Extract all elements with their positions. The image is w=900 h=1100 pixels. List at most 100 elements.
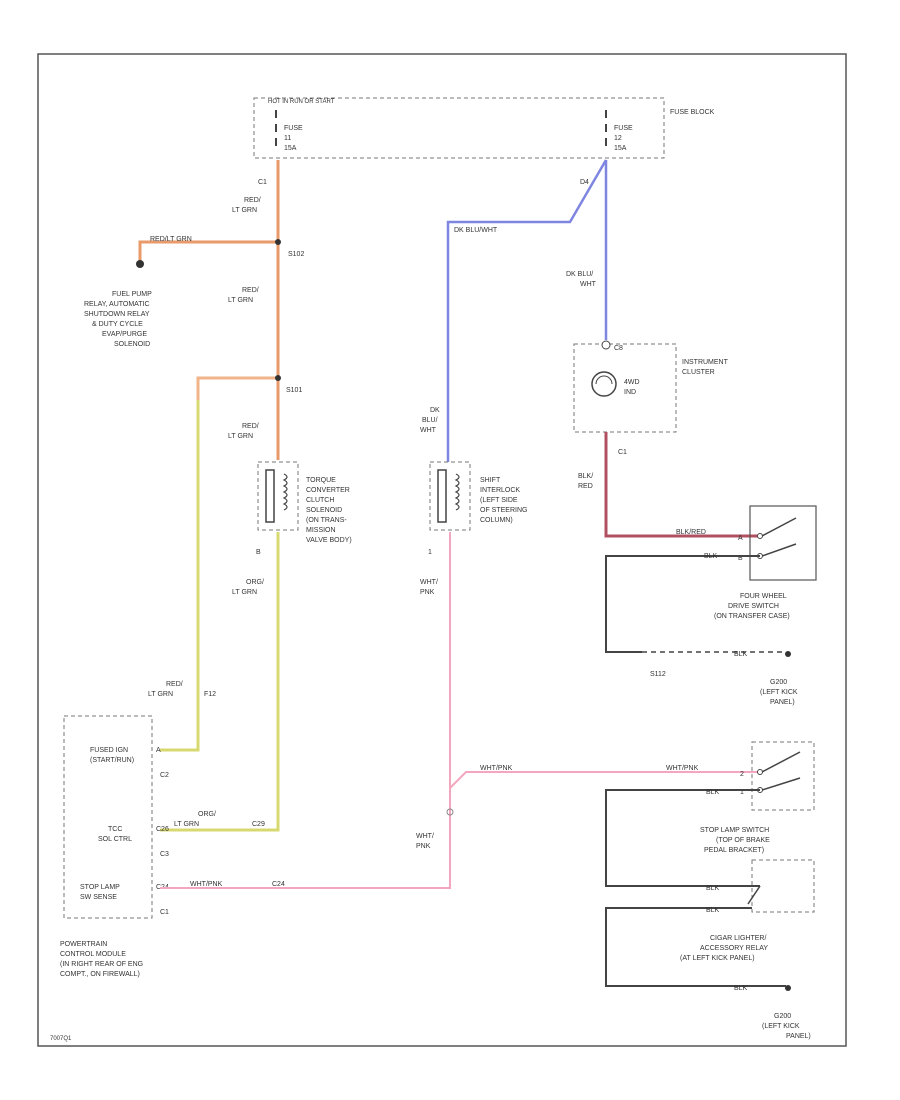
stop-lamp-switch-label: STOP LAMP SWITCH (TOP OF BRAKE PEDAL BRA…: [700, 827, 770, 854]
svg-text:A: A: [738, 535, 743, 542]
svg-text:TORQUE: TORQUE: [306, 477, 336, 484]
wire-label-dk-blu-b: BLU/: [422, 417, 438, 424]
svg-text:SHUTDOWN RELAY: SHUTDOWN RELAY: [84, 311, 150, 318]
wire-label-red-2b: LT GRN: [228, 297, 253, 304]
wire-label-blk-red-a: BLK/: [578, 473, 593, 480]
ic-connector-c1: C1: [618, 449, 627, 456]
svg-text:SW SENSE: SW SENSE: [80, 894, 117, 901]
svg-text:& DUTY CYCLE: & DUTY CYCLE: [92, 321, 143, 328]
svg-text:PANEL): PANEL): [786, 1033, 811, 1040]
fuse-11-number: 11: [284, 135, 291, 142]
wire-blk-4wd: [605, 555, 760, 653]
tcc-pin-b: B: [256, 549, 261, 556]
svg-text:(ON TRANS-: (ON TRANS-: [306, 517, 347, 524]
svg-text:(START/RUN): (START/RUN): [90, 757, 134, 764]
svg-text:(IN RIGHT REAR OF ENG: (IN RIGHT REAR OF ENG: [60, 961, 143, 968]
ground-g200-b: G200 (LEFT KICK PANEL): [762, 1013, 811, 1040]
svg-text:2: 2: [740, 771, 744, 778]
four-wheel-switch-label: FOUR WHEEL DRIVE SWITCH (ON TRANSFER CAS…: [714, 593, 790, 620]
svg-text:FOUR WHEEL: FOUR WHEEL: [740, 593, 787, 600]
fuse-11: FUSE 11 15A: [275, 110, 303, 152]
four-wheel-drive-switch: A B: [738, 505, 817, 581]
svg-text:(TOP OF BRAKE: (TOP OF BRAKE: [716, 837, 770, 844]
wire-label-blk-1: BLK: [704, 553, 718, 560]
wire-label-red-3b: LT GRN: [228, 433, 253, 440]
diagram-code: 7007Q1: [50, 1036, 72, 1042]
svg-text:SOL CTRL: SOL CTRL: [98, 836, 132, 843]
wire-label-org-a: ORG/: [246, 579, 264, 586]
ground-g200-b-icon: [785, 985, 791, 991]
wire-wht-pnk-vertical: [160, 532, 451, 889]
fuse-11-rating: 15A: [284, 145, 297, 152]
wire-label-branch: RED/LT GRN: [150, 236, 192, 243]
wire-label-c1: C1: [258, 179, 267, 186]
svg-text:G200: G200: [770, 679, 787, 686]
splice-s101: S101: [286, 387, 302, 394]
wire-label-red-pcm-a: RED/: [166, 681, 183, 688]
wire-label-c29: C29: [252, 821, 265, 828]
wire-wht-pnk-stop-switch: [449, 771, 760, 789]
tcc-solenoid: TORQUE CONVERTER CLUTCH SOLENOID (ON TRA…: [257, 461, 352, 544]
svg-text:STOP LAMP: STOP LAMP: [80, 884, 120, 891]
wht-pnk-splice: [446, 808, 454, 816]
wire-label-blk-red-h: BLK/RED: [676, 529, 706, 536]
wire-label-wht-pnk-1b: PNK: [420, 589, 435, 596]
wire-label-f12: F12: [204, 691, 216, 698]
wire-label-red-1b: LT GRN: [232, 207, 257, 214]
svg-text:POWERTRAIN: POWERTRAIN: [60, 941, 107, 948]
pcm-connector-c3: C3: [160, 851, 169, 858]
shift-interlock: SHIFT INTERLOCK (LEFT SIDE OF STEERING C…: [429, 461, 527, 531]
wire-label-red-pcm-b: LT GRN: [148, 691, 173, 698]
wire-label-wht-pnk-1a: WHT/: [420, 579, 438, 586]
svg-text:CONVERTER: CONVERTER: [306, 487, 350, 494]
cigar-relay-label: CIGAR LIGHTER/ ACCESSORY RELAY (AT LEFT …: [680, 935, 768, 962]
fuse-12-label: FUSE: [614, 125, 633, 132]
svg-text:IND: IND: [624, 389, 636, 396]
splice-s102: S102: [288, 251, 304, 258]
splice-s112: S112: [650, 671, 666, 678]
svg-text:VALVE BODY): VALVE BODY): [306, 537, 352, 544]
ground-g200-a-icon: [785, 651, 791, 657]
wire-label-wht-pnk-h: WHT/PNK: [480, 765, 513, 772]
svg-text:SHIFT: SHIFT: [480, 477, 501, 484]
svg-text:INTERLOCK: INTERLOCK: [480, 487, 520, 494]
wire-label-dk-blu-a: DK: [430, 407, 440, 414]
wire-label-d4: D4: [580, 179, 589, 186]
wire-label-red-3a: RED/: [242, 423, 259, 430]
fuse-block-title: FUSE BLOCK: [670, 109, 715, 116]
wire-blk-red: [604, 432, 760, 538]
svg-text:CIGAR LIGHTER/: CIGAR LIGHTER/: [710, 935, 766, 942]
svg-text:RELAY, AUTOMATIC: RELAY, AUTOMATIC: [84, 301, 150, 308]
svg-text:FUEL PUMP: FUEL PUMP: [112, 291, 152, 298]
wire-red-lt-grn: [138, 160, 280, 460]
pcm-pin-c26: C26: [156, 826, 169, 833]
wire-label-red-1a: RED/: [244, 197, 261, 204]
wire-label-blk-red-b: RED: [578, 483, 593, 490]
wire-label-red-2a: RED/: [242, 287, 259, 294]
powertrain-control-module: FUSED IGN (START/RUN) A C2 TCC SOL CTRL …: [63, 715, 169, 919]
wire-label-c24-wire: C24: [272, 881, 285, 888]
svg-text:DRIVE SWITCH: DRIVE SWITCH: [728, 603, 779, 610]
svg-text:MISSION: MISSION: [306, 527, 336, 534]
pcm-connector-c2: C2: [160, 772, 169, 779]
wire-label-dk-blu-r-a: DK BLU/: [566, 271, 593, 278]
fuse-12-number: 12: [614, 135, 622, 142]
svg-text:(LEFT KICK: (LEFT KICK: [762, 1023, 800, 1030]
svg-text:B: B: [738, 555, 743, 562]
pcm-pin-a2: A: [156, 747, 161, 754]
splice-s101-dot: [275, 375, 281, 381]
svg-text:1: 1: [740, 789, 744, 796]
svg-text:PEDAL BRACKET): PEDAL BRACKET): [704, 847, 764, 854]
wire-label-org-b: LT GRN: [232, 589, 257, 596]
svg-text:CLUTCH: CLUTCH: [306, 497, 334, 504]
svg-text:COMPT., ON FIREWALL): COMPT., ON FIREWALL): [60, 971, 140, 978]
svg-text:OF STEERING: OF STEERING: [480, 507, 527, 514]
wire-label-wht-pnk-2a: WHT/: [416, 833, 434, 840]
svg-text:CLUSTER: CLUSTER: [682, 369, 715, 376]
wire-label-wht-pnk-pcm: WHT/PNK: [190, 881, 223, 888]
interlock-pin-1: 1: [428, 549, 432, 556]
wire-label-wht-pnk-h2: WHT/PNK: [666, 765, 699, 772]
cigar-lighter-relay: [747, 859, 815, 913]
svg-text:ACCESSORY RELAY: ACCESSORY RELAY: [700, 945, 768, 952]
